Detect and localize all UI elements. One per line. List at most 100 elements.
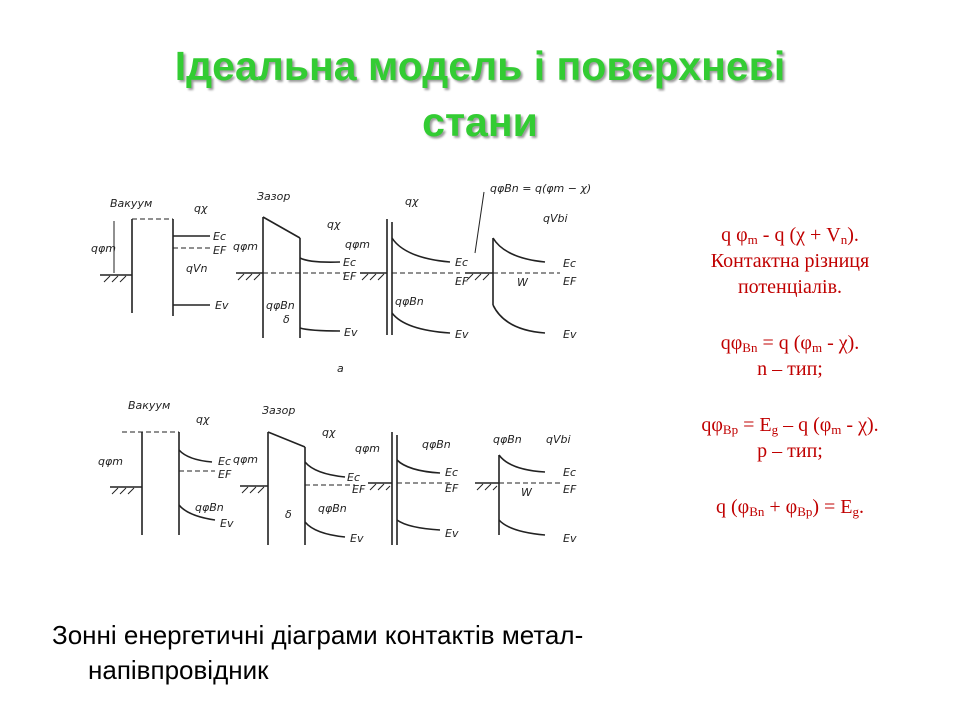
- formula-text: Контактна різниця: [710, 250, 870, 272]
- formula-line: qφBn = q (φm - χ).: [640, 330, 940, 356]
- label-panel-a: а: [337, 362, 344, 375]
- panel-top-3: qχ qφm Ec EF qφBn Ev: [345, 195, 469, 341]
- formula-subscript: g: [852, 504, 860, 519]
- formula-text: qφ: [701, 414, 723, 436]
- formula-text: – q (φ: [778, 414, 832, 436]
- label-q-phi-m: qφm: [233, 240, 258, 253]
- caption-line-2: напівпровідник: [88, 655, 269, 685]
- label-q-chi: qχ: [322, 426, 336, 439]
- formula-subscript: Bp: [722, 422, 739, 437]
- label-q-chi: qχ: [194, 202, 208, 215]
- slide-title: Ідеальна модель і поверхневі стани: [0, 38, 960, 150]
- formula-text: q φ: [721, 224, 748, 246]
- panel-top-4: qφBn = q(φm − χ) qVbi Ec EF W Ev: [465, 182, 591, 341]
- formula-text: p – тип;: [757, 440, 823, 462]
- label-q-phi-bn: qφBn: [422, 438, 451, 451]
- label-ec: Ec: [563, 466, 576, 479]
- label-ev: Ev: [563, 532, 577, 545]
- formula-spacer: [640, 464, 940, 494]
- label-q-phi-m: qφm: [98, 455, 123, 468]
- label-vacuum: Вакуум: [110, 197, 152, 210]
- label-q-phi-m: qφm: [355, 442, 380, 455]
- label-ef: EF: [218, 468, 232, 481]
- label-ef: EF: [563, 483, 577, 496]
- label-ef: EF: [352, 483, 366, 496]
- label-ec: Ec: [347, 471, 360, 484]
- label-ev: Ev: [215, 299, 229, 312]
- formula-subscript: Bp: [797, 504, 813, 519]
- formula-text: = q (φ: [757, 332, 812, 354]
- title-line-2: стани: [422, 99, 538, 145]
- label-q-chi: qχ: [327, 218, 341, 231]
- formula-subscript: n: [840, 232, 848, 247]
- label-ef: EF: [343, 270, 357, 283]
- formula-subscript: m: [747, 232, 758, 247]
- label-q-vbi: qVbi: [546, 433, 571, 446]
- panel-bottom-4: qφBn qVbi Ec EF W Ev: [475, 433, 577, 545]
- formula-line: q φm - q (χ + Vn).: [640, 222, 940, 248]
- label-ec: Ec: [445, 466, 458, 479]
- caption-line-1: Зонні енергетичні діаграми контактів мет…: [52, 620, 584, 650]
- formula-text: .: [859, 496, 865, 518]
- slide-caption: Зонні енергетичні діаграми контактів мет…: [52, 618, 772, 688]
- label-q-phi-bn: qφBn: [318, 502, 347, 515]
- formula-text: ) = E: [812, 496, 853, 518]
- formula-subscript: m: [831, 422, 842, 437]
- label-q-phi-m: qφm: [345, 238, 370, 251]
- label-q-phi-m: qφm: [91, 242, 116, 255]
- formula-text: + φ: [764, 496, 798, 518]
- label-ev: Ev: [220, 517, 234, 530]
- label-q-phi-bn: qφBn: [266, 299, 295, 312]
- formula-line: n – тип;: [640, 356, 940, 382]
- formula-text: n – тип;: [757, 358, 823, 380]
- formula-subscript: m: [811, 340, 823, 355]
- panel-bottom-3: qφm qφBn Ec EF Ev: [355, 432, 459, 545]
- formula-text: потенціалів.: [737, 276, 843, 298]
- panel-bottom-2: Зазор qφm qχ Ec EF qφBn δ Ev: [233, 404, 366, 545]
- panel-top-1: Вакуум qφm qχ Ec EF qVn Ev: [91, 197, 229, 316]
- label-ev: Ev: [455, 328, 469, 341]
- label-q-phi-bn: qφBn: [195, 501, 224, 514]
- label-ev: Ev: [445, 527, 459, 540]
- formula-line: Контактна різниця: [640, 248, 940, 274]
- panel-top-2: Зазор qφm qχ Ec EF qφBn δ Ev: [233, 190, 358, 339]
- label-ef: EF: [445, 482, 459, 495]
- label-ec: Ec: [563, 257, 576, 270]
- formula-text: - q (χ + V: [757, 224, 841, 246]
- title-line-1: Ідеальна модель і поверхневі: [174, 43, 786, 89]
- label-ev: Ev: [350, 532, 364, 545]
- formula-line: потенціалів.: [640, 274, 940, 300]
- label-ef: EF: [563, 275, 577, 288]
- formula-line: qφBp = Eg – q (φm - χ).: [640, 412, 940, 438]
- label-delta: δ: [283, 313, 290, 326]
- formula-line: q (φBn + φBp) = Eg.: [640, 494, 940, 520]
- label-q-phi-bn: qφBn: [395, 295, 424, 308]
- label-w: W: [521, 486, 533, 499]
- formula-subscript: Bn: [742, 340, 758, 355]
- formula-text: ).: [847, 224, 859, 246]
- label-q-phi-m: qφm: [233, 453, 258, 466]
- label-delta: δ: [285, 508, 292, 521]
- label-q-vbi: qVbi: [543, 212, 568, 225]
- formula-text: - χ).: [841, 414, 879, 436]
- panel-bottom-1: Вакуум qφm qχ Ec EF qφBn Ev: [98, 399, 234, 535]
- formula-text: q (φ: [715, 496, 750, 518]
- formula-spacer: [640, 382, 940, 412]
- label-q-chi: qχ: [196, 413, 210, 426]
- formula-subscript: g: [771, 422, 779, 437]
- label-q-chi: qχ: [405, 195, 419, 208]
- label-vacuum: Вакуум: [128, 399, 170, 412]
- formula-line: p – тип;: [640, 438, 940, 464]
- label-barrier-equation: qφBn = q(φm − χ): [490, 182, 591, 195]
- label-ev: Ev: [563, 328, 577, 341]
- label-ef: EF: [455, 275, 469, 288]
- label-gap: Зазор: [262, 404, 295, 417]
- label-q-vn: qVn: [186, 262, 208, 275]
- label-ec: Ec: [213, 230, 226, 243]
- label-q-phi-bn: qφBn: [493, 433, 522, 446]
- label-ec: Ec: [218, 455, 231, 468]
- label-ec: Ec: [455, 256, 468, 269]
- label-ec: Ec: [343, 256, 356, 269]
